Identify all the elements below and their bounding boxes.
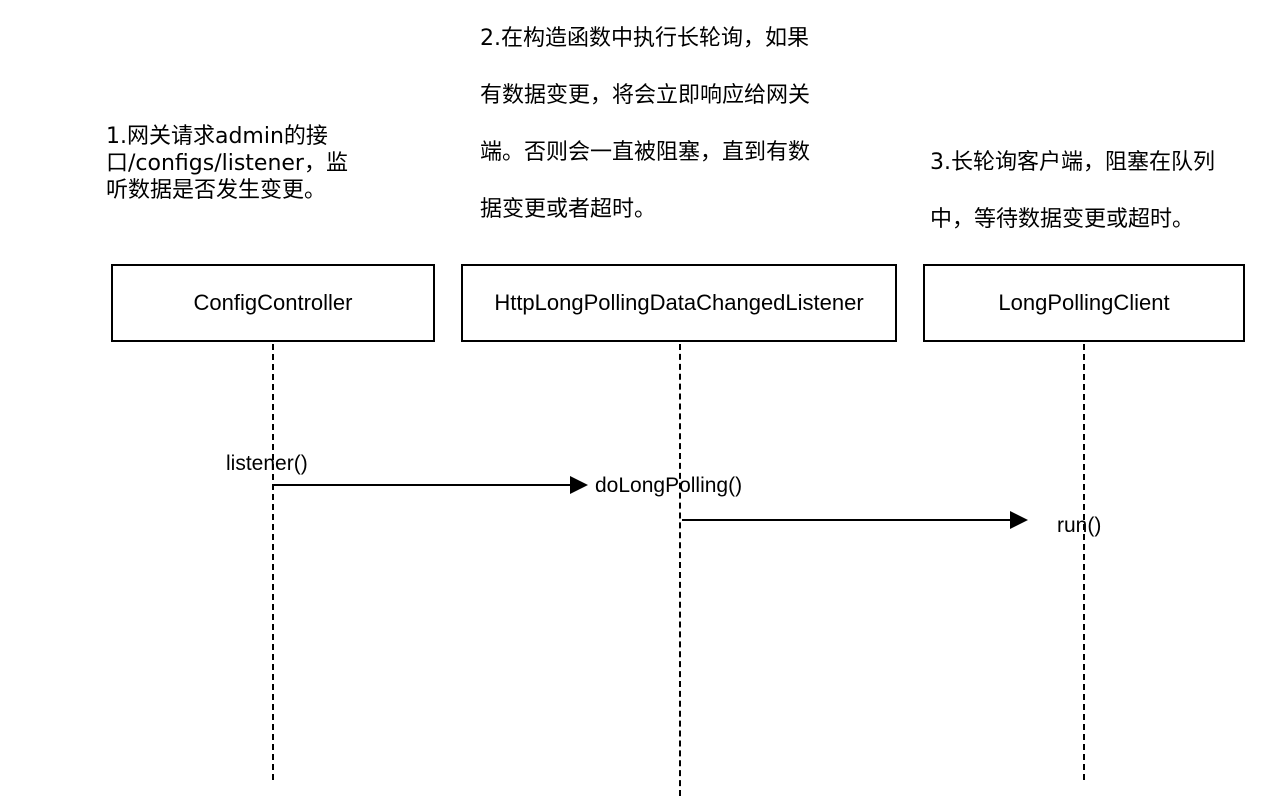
arrow-to-listener <box>274 476 588 494</box>
note-2: 2.在构造函数中执行长轮询，如果 有数据变更，将会立即响应给网关 端。否则会一直… <box>480 26 811 222</box>
note-1: 1.网关请求admin的接 口/configs/listener，监 听数据是否… <box>106 124 348 203</box>
message-run: run() <box>1057 514 1102 537</box>
participant-label: ConfigController <box>193 290 353 315</box>
note-3: 3.长轮询客户端，阻塞在队列 中，等待数据变更或超时。 <box>930 150 1215 232</box>
participant-label: HttpLongPollingDataChangedListener <box>494 290 864 315</box>
lifeline-long-polling-client <box>1083 344 1085 780</box>
message-listener: listener() <box>226 452 308 475</box>
message-do-long-polling: doLongPolling() <box>595 474 743 497</box>
participant-long-polling-client: LongPollingClient <box>923 264 1245 342</box>
participant-label: LongPollingClient <box>998 290 1170 315</box>
participant-http-long-polling-listener: HttpLongPollingDataChangedListener <box>461 264 897 342</box>
lifeline-http-long-polling-listener <box>679 344 681 796</box>
arrow-to-client <box>682 511 1028 529</box>
lifeline-config-controller <box>272 344 274 780</box>
participant-config-controller: ConfigController <box>111 264 435 342</box>
